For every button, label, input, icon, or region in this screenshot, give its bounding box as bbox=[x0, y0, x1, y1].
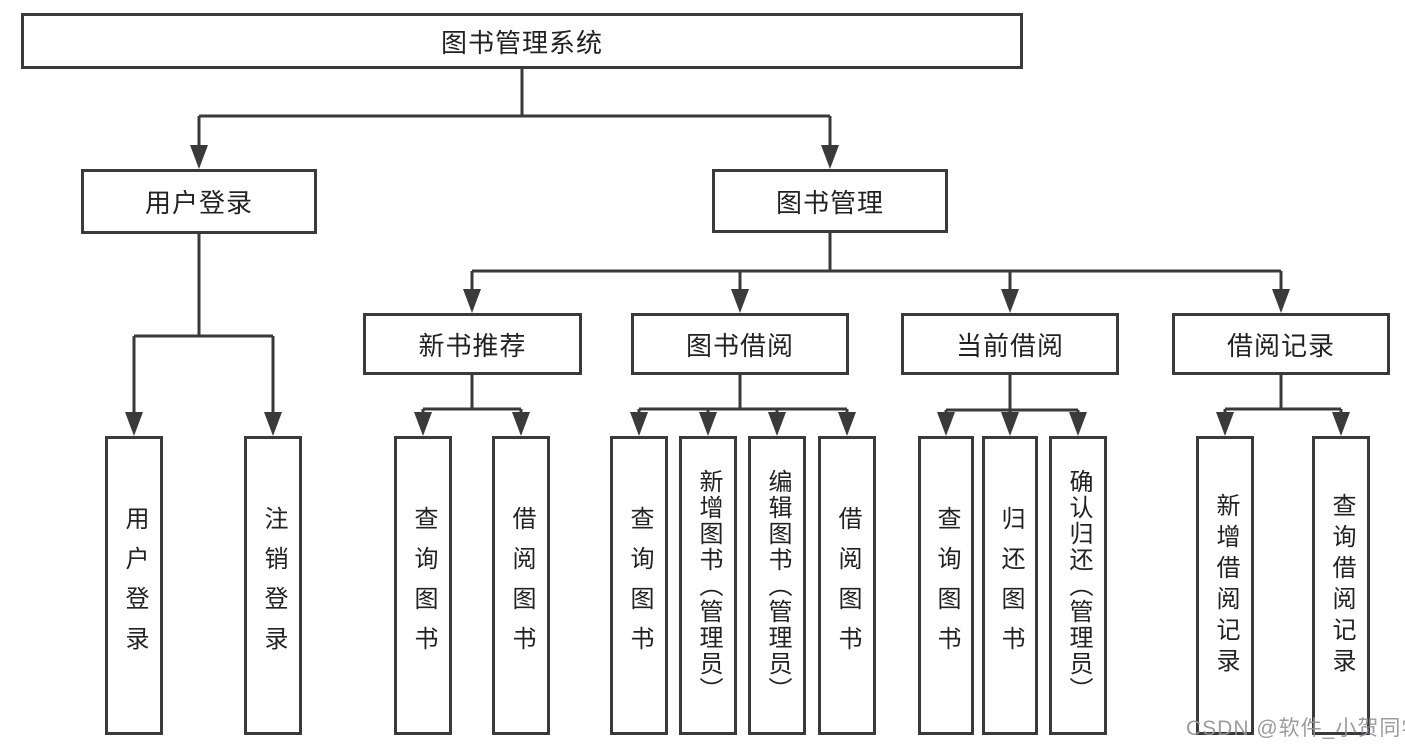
leaf-confirm-return-admin: 确认归还（管理员） bbox=[1049, 436, 1107, 735]
node-label: 编辑图书（管理员） bbox=[764, 468, 791, 703]
leaf-add-borrow-record: 新增借阅记录 bbox=[1196, 436, 1254, 735]
node-label: 新书推荐 bbox=[418, 330, 527, 361]
leaf-edit-books-admin: 编辑图书（管理员） bbox=[748, 436, 806, 735]
node-label: 查询图书 bbox=[410, 505, 437, 666]
node-label: 注销登录 bbox=[260, 505, 287, 666]
node-label: 图书借阅 bbox=[685, 330, 794, 361]
node-new-book-recommend: 新书推荐 bbox=[363, 313, 582, 375]
node-label: 用户登录 bbox=[144, 188, 253, 218]
node-label: 查询图书 bbox=[933, 505, 960, 666]
node-label: 查询图书 bbox=[626, 505, 653, 666]
node-label: 图书管理系统 bbox=[440, 27, 603, 58]
leaf-return-books: 归还图书 bbox=[982, 436, 1038, 735]
leaf-borrow-books-recommend: 借阅图书 bbox=[492, 436, 550, 735]
node-label: 用户登录 bbox=[121, 505, 148, 666]
leaf-logout: 注销登录 bbox=[244, 436, 302, 735]
leaf-query-borrow-record: 查询借阅记录 bbox=[1312, 436, 1370, 735]
leaf-add-books-admin: 新增图书（管理员） bbox=[679, 436, 737, 735]
node-current-borrow: 当前借阅 bbox=[901, 313, 1119, 375]
node-book-borrow: 图书借阅 bbox=[631, 313, 849, 375]
leaf-query-books-borrow: 查询图书 bbox=[610, 436, 668, 735]
node-label: 确认归还（管理员） bbox=[1065, 468, 1092, 703]
node-label: 归还图书 bbox=[997, 505, 1024, 666]
node-label: 新增图书（管理员） bbox=[695, 468, 722, 703]
node-label: 当前借阅 bbox=[955, 330, 1064, 361]
node-user-login: 用户登录 bbox=[81, 169, 317, 234]
node-label: 查询借阅记录 bbox=[1328, 492, 1355, 679]
leaf-query-books-recommend: 查询图书 bbox=[394, 436, 452, 735]
node-label: 借阅图书 bbox=[508, 505, 535, 666]
node-label: 借阅图书 bbox=[834, 505, 861, 666]
node-root-library-system: 图书管理系统 bbox=[21, 13, 1023, 69]
leaf-query-books-current: 查询图书 bbox=[918, 436, 974, 735]
leaf-borrow-books: 借阅图书 bbox=[818, 436, 876, 735]
node-label: 新增借阅记录 bbox=[1212, 492, 1239, 679]
node-book-management: 图书管理 bbox=[712, 169, 948, 233]
leaf-user-login: 用户登录 bbox=[105, 436, 163, 735]
csdn-watermark: CSDN @软件_小贺同学 bbox=[1186, 717, 1405, 740]
node-label: 图书管理 bbox=[775, 187, 884, 218]
node-label: 借阅记录 bbox=[1226, 330, 1335, 361]
node-borrow-records: 借阅记录 bbox=[1172, 313, 1390, 375]
